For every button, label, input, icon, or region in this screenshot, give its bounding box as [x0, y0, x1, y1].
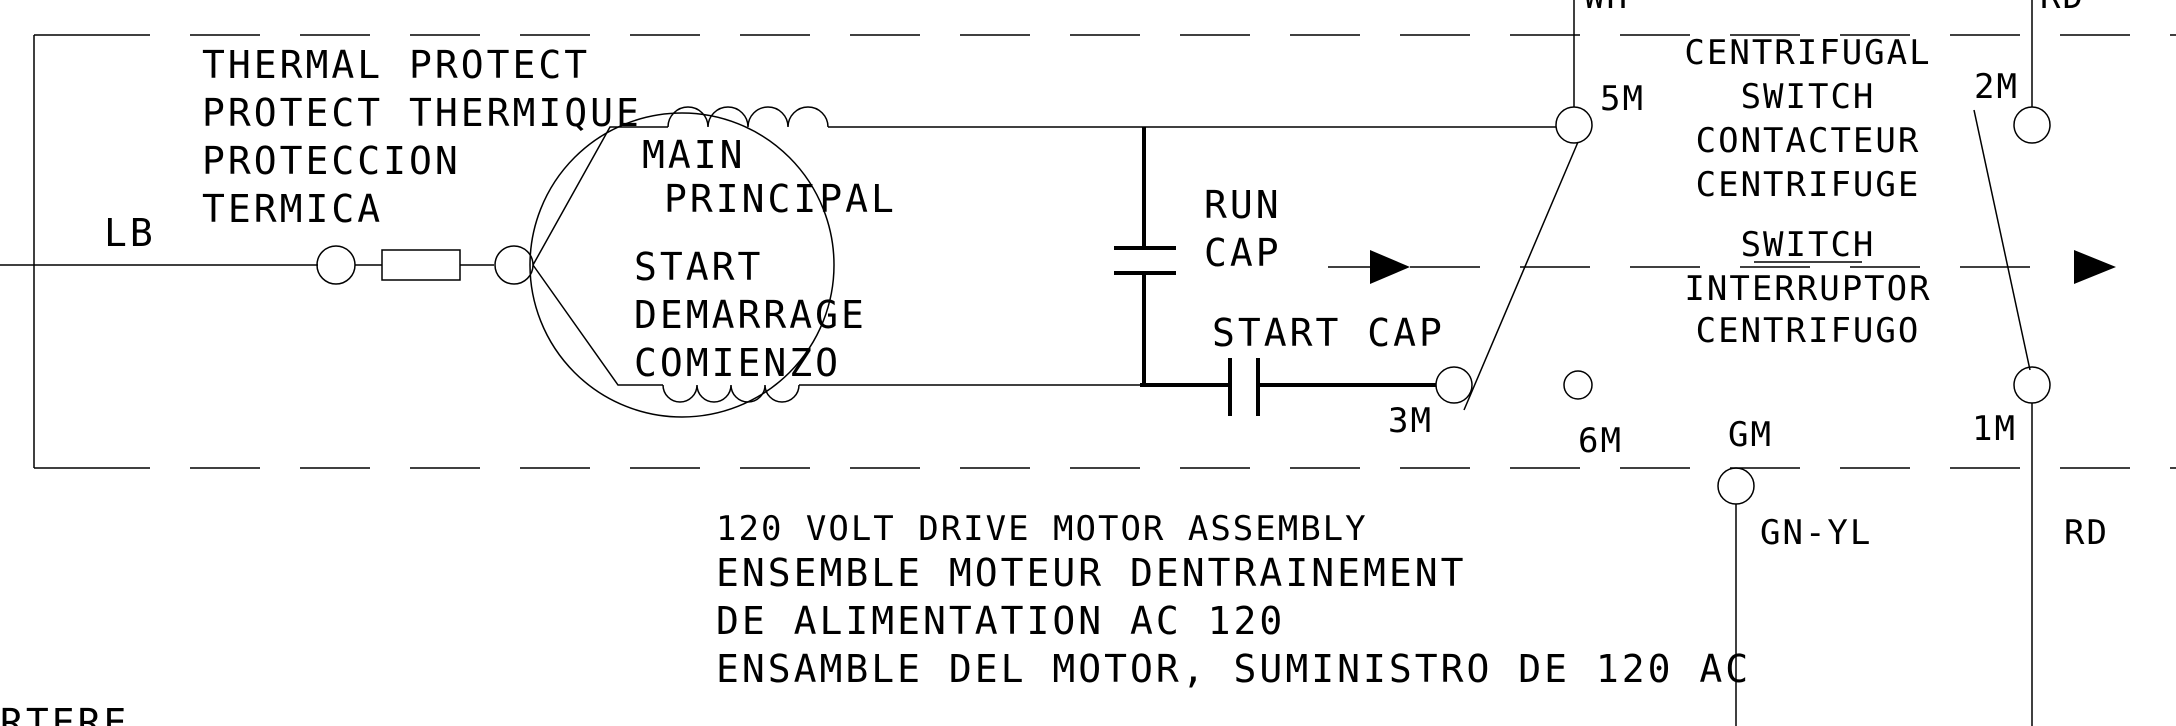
- centrifugal-actuator-line: [1328, 250, 2116, 284]
- terminal-5m: [1555, 106, 1593, 144]
- actuator-arrow-right: [2074, 250, 2116, 284]
- svg-text:SWITCH: SWITCH: [1741, 225, 1876, 265]
- start-capacitor: [1140, 358, 1436, 416]
- terminal-gm-label: GM: [1728, 415, 1773, 455]
- svg-text:CENTRIFUGE: CENTRIFUGE: [1696, 165, 1921, 205]
- actuator-arrow-left: [1370, 250, 1410, 284]
- terminal-1m: [2013, 366, 2051, 404]
- terminal-3m: [1435, 366, 1473, 404]
- run-cap-label: RUN CAP: [1204, 183, 1282, 275]
- terminal-gm: [1717, 467, 1755, 505]
- start-winding-coil: [662, 384, 800, 403]
- start-winding-label: START DEMARRAGE COMIENZO: [634, 245, 867, 385]
- terminal-3m-label: 3M: [1388, 401, 1433, 441]
- run-capacitor: [1114, 127, 1176, 385]
- gn-yl-wire-label: GN-YL: [1760, 513, 1872, 553]
- terminal-6m: [1563, 370, 1593, 400]
- motor-symbol: [529, 106, 835, 418]
- thermal-protector-fuse: [381, 249, 461, 281]
- main-winding-coil: [667, 106, 829, 128]
- svg-text:INTERRUPTOR: INTERRUPTOR: [1684, 269, 1931, 309]
- terminal-2m-label: 2M: [1974, 67, 2019, 107]
- svg-text:TERMICA: TERMICA: [202, 187, 383, 231]
- svg-text:CENTRIFUGAL: CENTRIFUGAL: [1684, 33, 1931, 73]
- svg-text:COMIENZO: COMIENZO: [634, 341, 841, 385]
- svg-text:CENTRIFUGO: CENTRIFUGO: [1696, 311, 1921, 351]
- terminal-2m: [2013, 106, 2051, 144]
- svg-text:DE ALIMENTATION AC 120: DE ALIMENTATION AC 120: [716, 599, 1285, 643]
- svg-text:120 VOLT DRIVE MOTOR ASSEMBLY: 120 VOLT DRIVE MOTOR ASSEMBLY: [716, 509, 1368, 549]
- assembly-title: 120 VOLT DRIVE MOTOR ASSEMBLY ENSEMBLE M…: [716, 509, 1751, 691]
- centrifugal-switch-label: CENTRIFUGAL SWITCH CONTACTEUR CENTRIFUGE…: [1684, 33, 1931, 351]
- svg-text:RUN: RUN: [1204, 183, 1282, 227]
- terminal-1m-label: 1M: [1972, 409, 2017, 449]
- svg-text:MAIN: MAIN: [642, 133, 746, 177]
- svg-text:CAP: CAP: [1204, 231, 1282, 275]
- bottom-clipped-label: RTERE: [0, 701, 129, 726]
- svg-text:CONTACTEUR: CONTACTEUR: [1696, 121, 1921, 161]
- svg-text:ENSEMBLE MOTEUR DENTRAINEMENT: ENSEMBLE MOTEUR DENTRAINEMENT: [716, 551, 1466, 595]
- svg-text:THERMAL PROTECT: THERMAL PROTECT: [202, 43, 590, 87]
- lb-wire-label: LB: [104, 211, 156, 255]
- svg-text:PROTECT THERMIQUE: PROTECT THERMIQUE: [202, 91, 642, 135]
- start-cap-label: START CAP: [1212, 311, 1445, 355]
- svg-text:DEMARRAGE: DEMARRAGE: [634, 293, 867, 337]
- terminal-5m-label: 5M: [1600, 79, 1645, 119]
- rd-wire-label-bottom: RD: [2064, 513, 2109, 553]
- terminal-6m-label: 6M: [1578, 421, 1623, 461]
- thermal-protect-label: THERMAL PROTECT PROTECT THERMIQUE PROTEC…: [202, 43, 642, 231]
- svg-text:ENSAMBLE DEL MOTOR, SUMINISTRO: ENSAMBLE DEL MOTOR, SUMINISTRO DE 120 AC: [716, 647, 1751, 691]
- switch-contact-1m: [1973, 109, 2031, 371]
- svg-text:START: START: [634, 245, 763, 289]
- switch-contact-5m: [1463, 141, 1579, 411]
- wh-wire-label-top: WH: [1584, 0, 1629, 17]
- svg-text:PRINCIPAL: PRINCIPAL: [664, 177, 897, 221]
- rd-wire-label-top: RD: [2040, 0, 2085, 17]
- assembly-enclosure: [33, 34, 2176, 469]
- lb-lead: [0, 245, 534, 285]
- main-winding-label: MAIN PRINCIPAL: [642, 133, 897, 221]
- svg-text:PROTECCION: PROTECCION: [202, 139, 461, 183]
- svg-text:SWITCH: SWITCH: [1741, 77, 1876, 117]
